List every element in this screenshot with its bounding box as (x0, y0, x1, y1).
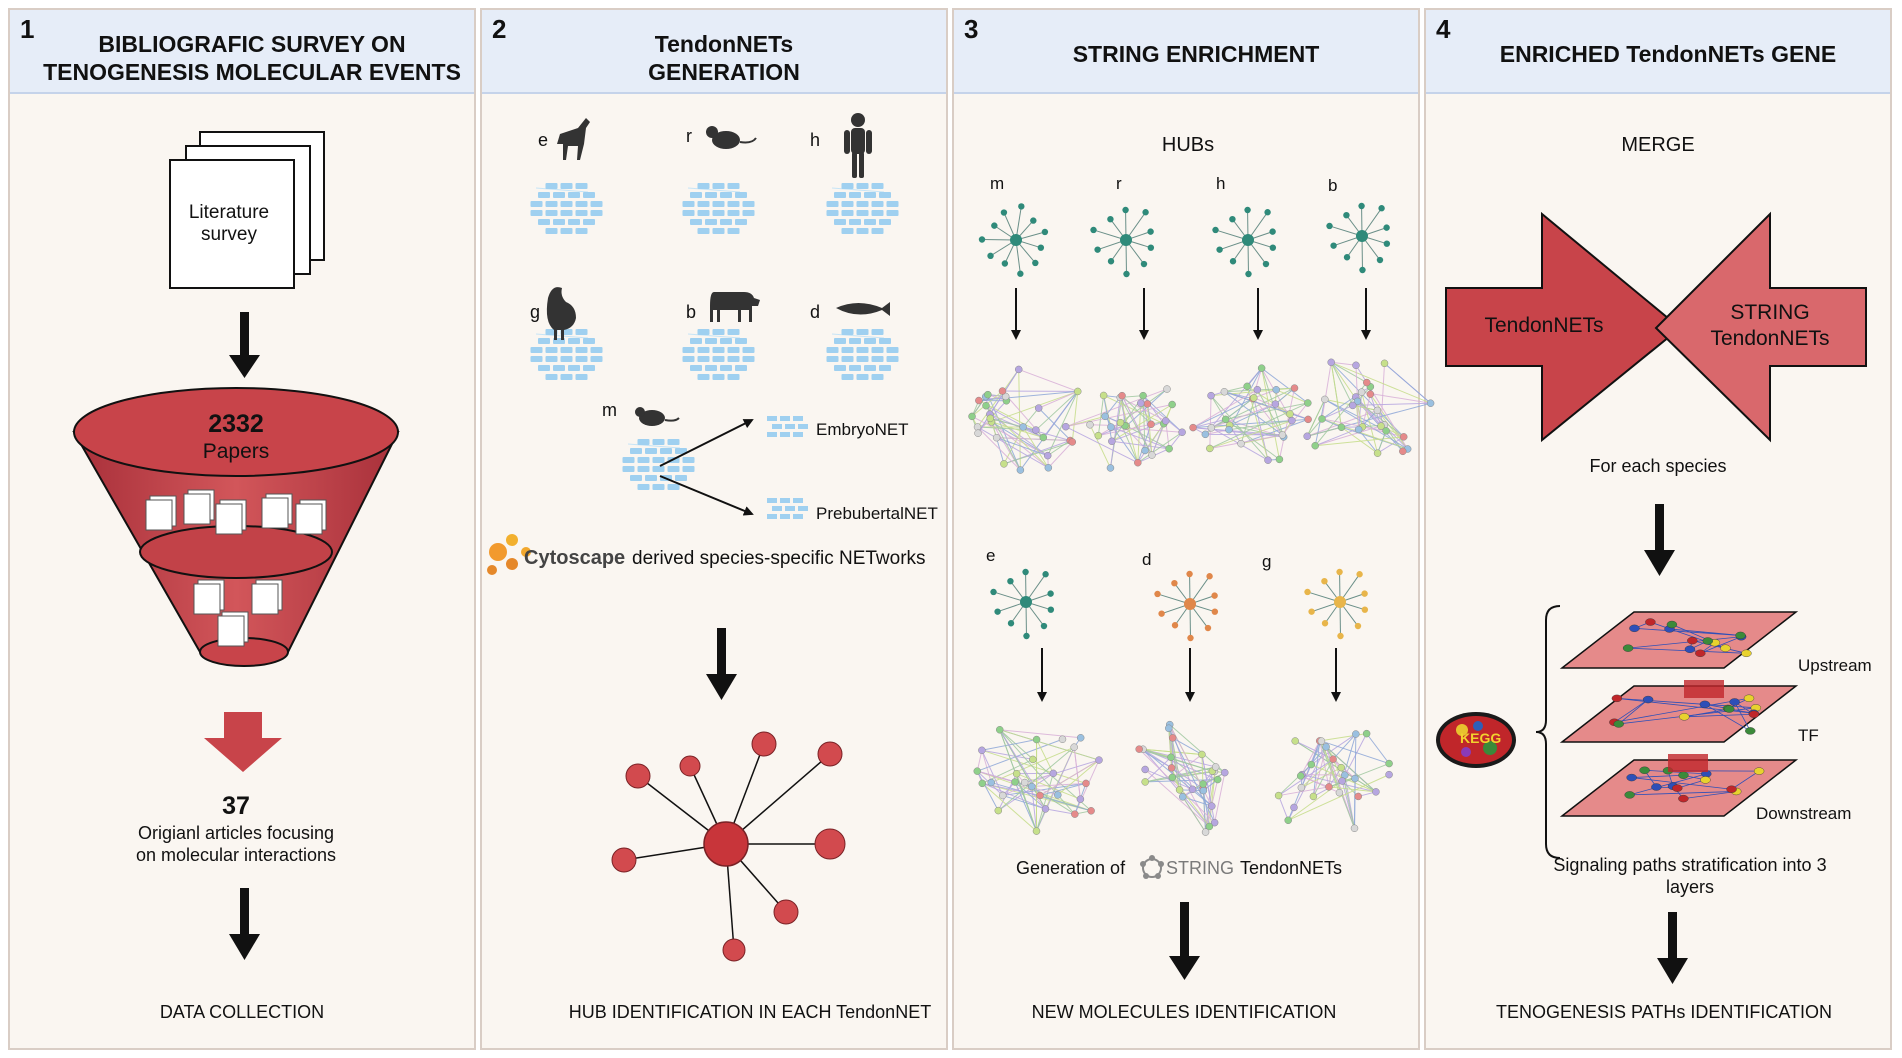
literature-line2: survey (201, 224, 257, 245)
panel-1-header: 1 BIBLIOGRAFIC SURVEY ON TENOGENESIS MOL… (10, 10, 474, 94)
species-label-e: e (538, 130, 549, 150)
cytoscape-logo-icon (487, 534, 531, 575)
human-icon (844, 113, 872, 178)
tendonnets-arrow (1445, 211, 1682, 443)
panel-2-title-line2: GENERATION (648, 59, 800, 85)
horse-icon (557, 118, 590, 160)
kegg-logo-icon (1436, 712, 1516, 768)
zebrafish-icon (836, 302, 890, 316)
brace-icon (1535, 605, 1561, 859)
species-networks (530, 183, 899, 519)
stratification-line2: layers (1665, 877, 1715, 897)
panel-1-title-line2: TENOGENESIS MOLECULAR EVENTS (43, 59, 461, 85)
articles-description: Origianl articles focusing on molecular … (136, 822, 336, 866)
hub-label-g: g (1262, 552, 1272, 571)
panel-2-footer: HUB IDENTIFICATION IN EACH TendonNET (568, 1002, 932, 1022)
panel-3-title: STRING ENRICHMENT (1072, 41, 1320, 67)
down-arrow-icon (1657, 912, 1688, 984)
papers-count: 2332 (208, 410, 264, 438)
panel-4-header: 4 ENRICHED TendonNETs GENE (1426, 10, 1890, 94)
cytoscape-logo-text: Cytoscape (524, 547, 626, 569)
articles-line2: on molecular interactions (135, 845, 337, 865)
string-logo-text: STRING (1166, 858, 1235, 878)
layer-downstream-label: Downstream (1756, 804, 1852, 823)
literature-stack-icon (169, 131, 325, 289)
panel-1-title-line1: BIBLIOGRAFIC SURVEY ON (98, 31, 406, 57)
string-tendonnets-arrow-label: STRING TendonNETs (1710, 300, 1829, 352)
kegg-logo-text: KEGG (1460, 730, 1502, 746)
hub-label-d: d (1142, 550, 1152, 569)
down-arrow-icon (1169, 902, 1200, 980)
panel-3-footer: NEW MOLECULES IDENTIFICATION (1031, 1002, 1337, 1022)
panel-3: 3 STRING ENRICHMENT (952, 8, 1420, 1050)
articles-count: 37 (222, 792, 250, 820)
stratification-line1: Signaling paths stratification into 3 (1553, 855, 1827, 875)
prebubertalnet-label: PrebubertalNET (816, 504, 938, 523)
species-label-r: r (686, 126, 692, 146)
funnel-icon (72, 387, 400, 667)
red-down-arrow-icon (204, 712, 282, 772)
cow-icon (710, 292, 760, 322)
down-arrow-icon (706, 628, 737, 700)
down-arrow-icon (229, 888, 260, 960)
panel-4-footer: TENOGENESIS PATHs IDENTIFICATION (1495, 1002, 1833, 1022)
tendonnets-arrow-label: TendonNETs (1484, 314, 1604, 337)
string-label-line1: STRING (1730, 301, 1810, 324)
rat-icon (712, 131, 740, 149)
mouse-icon (639, 410, 665, 426)
species-label-b: b (686, 302, 697, 322)
string-logo-icon (1140, 855, 1164, 879)
hub-label-e: e (986, 546, 996, 565)
panel-4-title: ENRICHED TendonNETs GENE (1499, 41, 1837, 67)
merge-label: MERGE (1621, 134, 1695, 156)
panel-2-number: 2 (492, 14, 507, 44)
hub-network-graphic (611, 731, 846, 962)
down-arrow-icon (1644, 504, 1675, 576)
layer-upstream-label: Upstream (1798, 656, 1872, 675)
panel-2: 2 TendonNETs GENERATION (480, 8, 948, 1050)
panel-3-header: 3 STRING ENRICHMENT (954, 10, 1418, 94)
merge-arrows-graphic (1445, 211, 1867, 443)
hub-label-b: b (1328, 176, 1338, 195)
hub-down-arrows (1011, 288, 1371, 702)
down-arrow-icon (229, 312, 260, 378)
literature-line1: Literature (188, 202, 270, 223)
hub-label-m: m (990, 174, 1005, 193)
for-each-species-label: For each species (1589, 456, 1727, 476)
species-silhouettes (546, 113, 890, 426)
string-network-graphics (968, 358, 1435, 836)
derived-networks-text: derived species-specific NETworks (632, 548, 926, 569)
generation-suffix: TendonNETs (1240, 858, 1343, 878)
species-label-d: d (810, 302, 821, 322)
panel-4-number: 4 (1436, 14, 1451, 44)
papers-label: Papers (202, 440, 270, 463)
string-tendonnets-arrow (1654, 211, 1867, 443)
generation-prefix: Generation of (1016, 858, 1126, 878)
hub-label-h: h (1216, 174, 1226, 193)
panel-1-title: BIBLIOGRAFIC SURVEY ON TENOGENESIS MOLEC… (40, 30, 464, 86)
signaling-layers-graphic (1559, 611, 1799, 817)
hubs-label: HUBs (1161, 134, 1215, 156)
panel-1-footer: DATA COLLECTION (159, 1002, 325, 1022)
chicken-icon (546, 287, 576, 340)
string-label-line2: TendonNETs (1710, 327, 1830, 350)
network-split-arrows (659, 419, 754, 516)
species-label-m: m (602, 400, 617, 420)
hub-star-graphics (978, 202, 1391, 642)
panel-2-title: TendonNETs GENERATION (512, 30, 936, 86)
panel-2-title-line1: TendonNETs (654, 31, 794, 57)
stratification-text: Signaling paths stratification into 3 la… (1553, 854, 1826, 898)
literature-survey-label: Literature survey (189, 202, 269, 246)
panel-3-number: 3 (964, 14, 979, 44)
layer-tf-label: TF (1798, 726, 1819, 745)
species-label-h: h (810, 130, 821, 150)
panel-2-header: 2 TendonNETs GENERATION (482, 10, 946, 94)
species-label-g: g (530, 302, 541, 322)
hub-label-r: r (1116, 174, 1122, 193)
panel-1-number: 1 (20, 14, 35, 44)
embryonet-label: EmbryoNET (816, 420, 909, 439)
articles-line1: Origianl articles focusing (137, 823, 335, 843)
